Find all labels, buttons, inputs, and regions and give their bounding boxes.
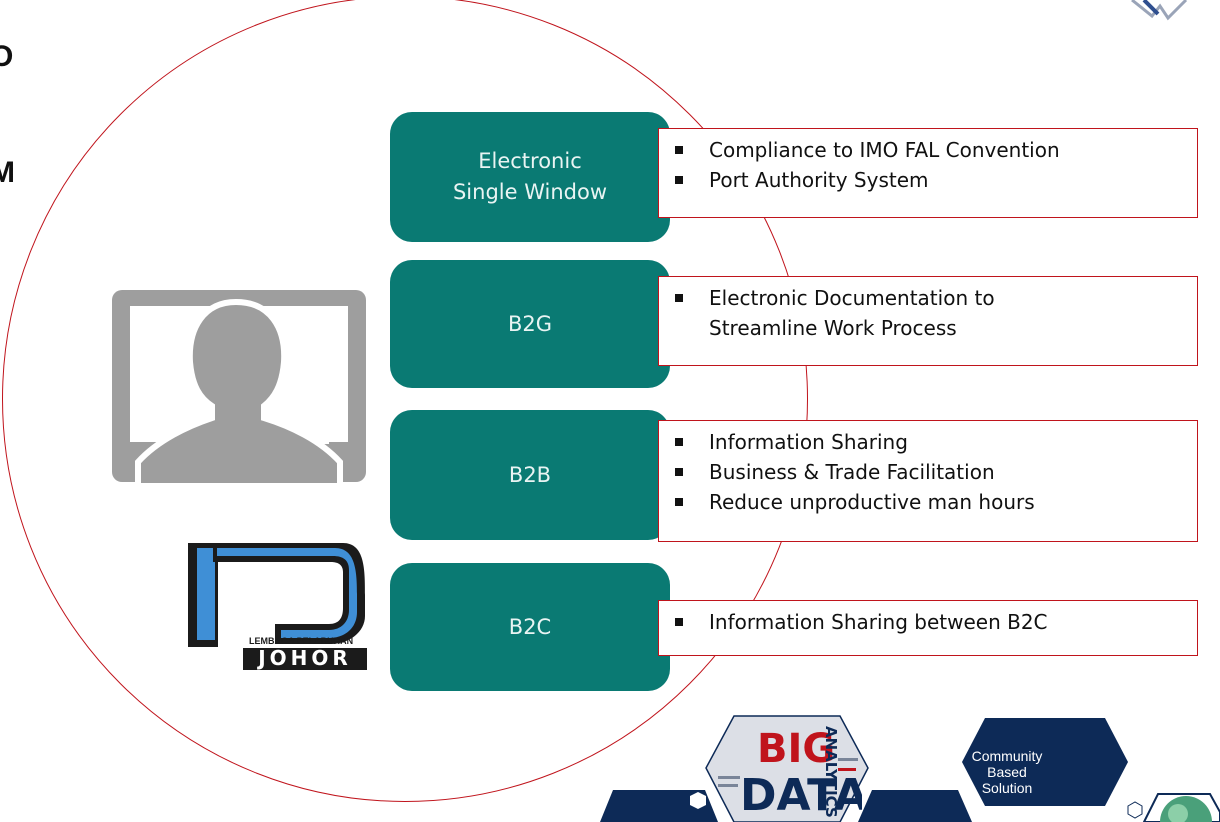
lembaga-pelabuhan-johor-logo: LEMBAGA PELABUHAN JOHOR bbox=[188, 543, 367, 670]
desc-box-b2b: Information Sharing Business & Trade Fac… bbox=[658, 420, 1198, 542]
community-based-solution-label: Community Based Solution bbox=[971, 748, 1043, 796]
big-data-word-analytics: ANALYTICS bbox=[822, 726, 840, 818]
list-item: Electronic Documentation to Streamline W… bbox=[675, 283, 1187, 343]
desc-box-b2c: Information Sharing between B2C bbox=[658, 600, 1198, 656]
big-data-word-data: DATA bbox=[740, 770, 862, 821]
desc-box-esw: Compliance to IMO FAL Convention Port Au… bbox=[658, 128, 1198, 218]
big-data-word-big: BIG bbox=[757, 726, 835, 772]
corner-logo-icon bbox=[1131, 0, 1188, 21]
cut-off-text-m: M bbox=[0, 156, 15, 189]
list-item: Compliance to IMO FAL Convention bbox=[675, 135, 1187, 165]
list-item: Information Sharing bbox=[675, 427, 1187, 457]
desc-box-b2g: Electronic Documentation to Streamline W… bbox=[658, 276, 1198, 366]
pill-b2c: B2C bbox=[390, 563, 670, 691]
list-item: Business & Trade Facilitation bbox=[675, 457, 1187, 487]
list-item: Port Authority System bbox=[675, 165, 1187, 195]
cut-off-text-o: O bbox=[0, 40, 14, 73]
pill-electronic-single-window: Electronic Single Window bbox=[390, 112, 670, 242]
logo-text-lembaga: LEMBAGA PELABUHAN bbox=[249, 636, 353, 646]
pill-b2g: B2G bbox=[390, 260, 670, 388]
pill-b2b: B2B bbox=[390, 410, 670, 540]
logo-text-johor: JOHOR bbox=[256, 646, 352, 670]
ecosystem-circle bbox=[2, 0, 808, 802]
hexagon-row bbox=[600, 715, 1220, 822]
user-monitor-icon bbox=[112, 290, 366, 486]
big-data-image: BIG DATA ANALYTICS bbox=[718, 726, 862, 821]
list-item: Information Sharing between B2C bbox=[675, 607, 1187, 637]
list-item: Reduce unproductive man hours bbox=[675, 487, 1187, 517]
